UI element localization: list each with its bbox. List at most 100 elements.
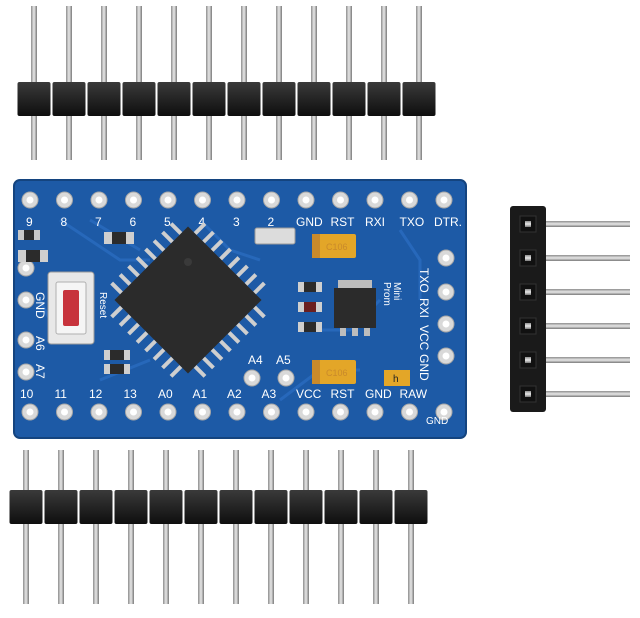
label-side-a6: A6 bbox=[33, 336, 47, 351]
right-header-pin bbox=[510, 391, 630, 397]
label-reset: Reset bbox=[97, 292, 108, 318]
pin-holes-top bbox=[21, 191, 453, 209]
chip-pin bbox=[135, 256, 149, 269]
top-header-housing bbox=[297, 82, 331, 116]
bottom-header-pin bbox=[338, 450, 344, 604]
pin-hole-center bbox=[130, 408, 137, 416]
right-header-pin-end bbox=[525, 323, 531, 329]
top-header-housing bbox=[192, 82, 226, 116]
bottom-header-housing bbox=[394, 490, 428, 524]
pin-hole-center bbox=[199, 408, 206, 416]
label-bottom-pin: 11 bbox=[55, 387, 68, 401]
chip-pin bbox=[236, 322, 249, 336]
pin-hole-center bbox=[164, 408, 172, 416]
tantalum-capacitor-2: C106 bbox=[312, 360, 356, 384]
pin-hole-center bbox=[233, 408, 241, 416]
label-top-pin: 5 bbox=[164, 215, 171, 229]
bottom-header-pin bbox=[163, 450, 169, 604]
bottom-header-pin bbox=[268, 450, 274, 604]
label-h: h bbox=[393, 374, 399, 385]
pin-hole-center bbox=[22, 296, 30, 304]
pin-hole-center bbox=[26, 196, 34, 204]
label-a4: A4 bbox=[248, 353, 263, 367]
label-right-gnd: GND bbox=[417, 354, 431, 381]
pin-hole-center bbox=[22, 264, 30, 272]
bottom-header-housing bbox=[254, 490, 288, 524]
pin-hole-center bbox=[406, 408, 413, 416]
chip-pin bbox=[253, 281, 266, 295]
pin-hole-center bbox=[268, 196, 275, 204]
right-pin-header bbox=[510, 206, 630, 412]
chip-pin bbox=[169, 365, 183, 378]
pin-holes-right bbox=[437, 249, 455, 365]
label-bottom-pin: A2 bbox=[227, 387, 242, 401]
bottom-header-housing bbox=[219, 490, 253, 524]
pin-hole-center bbox=[282, 374, 290, 382]
pin-hole-center bbox=[302, 196, 310, 204]
label-gnd-corner: GND bbox=[426, 416, 448, 427]
label-top-pin: 3 bbox=[233, 215, 240, 229]
chip-pin bbox=[193, 222, 207, 235]
top-header-housing bbox=[332, 82, 366, 116]
chip-pin bbox=[118, 273, 132, 286]
chip-pin bbox=[193, 365, 207, 378]
pin-hole-center bbox=[442, 352, 450, 360]
pin-hole-center bbox=[61, 408, 68, 416]
label-top-pin: 6 bbox=[130, 215, 137, 229]
label-top-pin: 4 bbox=[199, 215, 206, 229]
label-top-pin: 2 bbox=[268, 215, 275, 229]
pin-hole-center bbox=[442, 254, 450, 262]
chip-pin bbox=[219, 339, 232, 353]
chip-pin bbox=[169, 222, 183, 235]
chip-pin bbox=[227, 331, 241, 344]
right-header-pin-end bbox=[525, 357, 531, 363]
right-header-pin-end bbox=[525, 289, 531, 295]
bottom-header-pin bbox=[303, 450, 309, 604]
chip-pin bbox=[202, 356, 215, 370]
bottom-header-pin bbox=[23, 450, 29, 604]
label-side-gnd: GND bbox=[33, 292, 47, 319]
right-header-pin bbox=[510, 323, 630, 329]
right-header-housing bbox=[510, 206, 546, 412]
label-mini: Mini bbox=[391, 282, 402, 300]
chip-pin bbox=[253, 305, 266, 319]
pin-hole-center bbox=[130, 196, 137, 204]
pin-hole-center bbox=[164, 196, 172, 204]
label-prom: Prom bbox=[381, 282, 392, 306]
pin-hole-center bbox=[337, 196, 344, 204]
chip-pin bbox=[210, 239, 224, 252]
chip-pin bbox=[144, 247, 157, 261]
label-bottom-pin: 10 bbox=[20, 387, 34, 401]
bottom-header-housing bbox=[289, 490, 323, 524]
chip-pin bbox=[135, 331, 149, 344]
label-top-pin: RXI bbox=[365, 215, 385, 229]
label-bottom-pin: 13 bbox=[124, 387, 138, 401]
top-header-housing bbox=[157, 82, 191, 116]
right-header-pin bbox=[510, 289, 630, 295]
chip-pin bbox=[210, 348, 224, 361]
chip-pin bbox=[202, 230, 215, 244]
pin-hole-center bbox=[442, 320, 450, 328]
label-bottom-pin: 12 bbox=[89, 387, 103, 401]
chip-pin bbox=[110, 281, 123, 295]
label-top-pin: RST bbox=[331, 215, 356, 229]
pin-hole-center bbox=[233, 196, 241, 204]
top-header-housing bbox=[367, 82, 401, 116]
label-top-pin: 9 bbox=[26, 215, 33, 229]
resonator bbox=[254, 227, 296, 245]
top-header-housing bbox=[122, 82, 156, 116]
bottom-header-housing bbox=[184, 490, 218, 524]
pin-hole-center bbox=[199, 196, 206, 204]
pin-hole-center bbox=[95, 408, 103, 416]
cap2-label: C106 bbox=[326, 368, 348, 378]
pin-hole-center bbox=[406, 196, 413, 204]
pin-hole-center bbox=[440, 408, 448, 416]
bottom-header-pin bbox=[58, 450, 64, 604]
microcontroller-chip bbox=[110, 222, 266, 378]
label-bottom-pin: VCC bbox=[296, 387, 322, 401]
label-top-pin: DTR. bbox=[434, 215, 462, 229]
chip-pin bbox=[219, 247, 232, 261]
